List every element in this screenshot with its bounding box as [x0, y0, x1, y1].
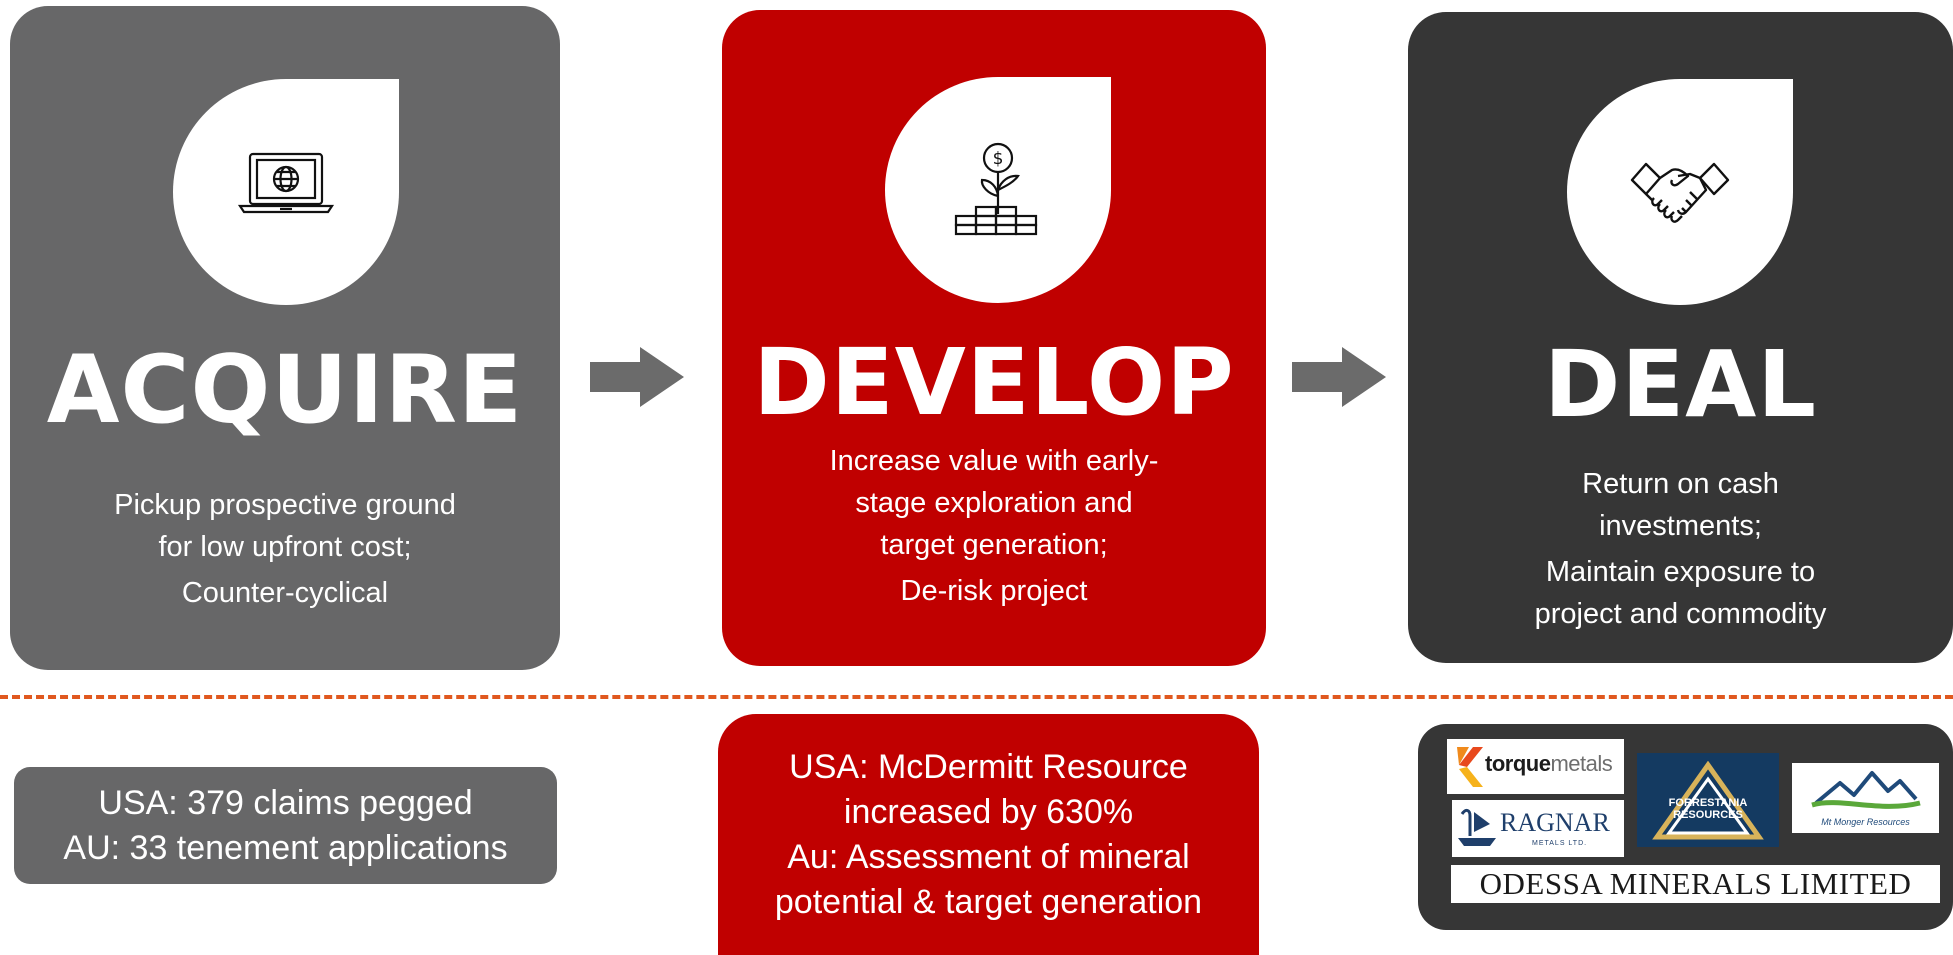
- deal-desc-line-2: investments;: [1599, 510, 1762, 542]
- mt-monger-name: Mt Monger Resources: [1821, 817, 1910, 827]
- ragnar-sub: METALS LTD.: [1532, 840, 1588, 847]
- develop-desc-line-4: De-risk project: [900, 575, 1088, 607]
- develop-desc-line-3: target generation;: [880, 529, 1108, 561]
- deal-description: Return on cash investments; Maintain exp…: [1408, 463, 1953, 635]
- acquire-results: USA: 379 claims pegged AU: 33 tenement a…: [14, 767, 557, 884]
- acquire-desc-line-1: Pickup prospective ground: [114, 489, 456, 521]
- develop-result-line-2: increased by 630%: [843, 792, 1134, 831]
- money-plant-icon: $: [954, 142, 1038, 236]
- develop-title: DEVELOP: [753, 329, 1235, 436]
- acquire-result-au: AU: 33 tenement applications: [63, 828, 508, 867]
- handshake-icon: [1630, 162, 1730, 223]
- acquire-title: ACQUIRE: [46, 336, 524, 445]
- acquire-card: ACQUIRE Pickup prospective ground for lo…: [10, 6, 560, 670]
- develop-result-line-1: USA: McDermitt Resource: [789, 747, 1188, 786]
- ragnar-name: RAGNAR: [1500, 808, 1610, 837]
- right-arrow-icon: [590, 347, 684, 407]
- triangle-mark-icon: [1652, 761, 1764, 840]
- deal-desc-line-3: Maintain exposure to: [1545, 556, 1816, 588]
- forrestania-line-2: RESOURCES: [1673, 809, 1743, 821]
- odessa-minerals-logo: ODESSA MINERALS LIMITED: [1451, 865, 1940, 903]
- deal-card: DEAL Return on cash investments; Maintai…: [1408, 12, 1953, 663]
- torque-k-icon: [1457, 747, 1483, 787]
- deal-title: DEAL: [1543, 331, 1818, 438]
- deal-desc-line-4: project and commodity: [1534, 598, 1827, 630]
- develop-desc-line-2: stage exploration and: [855, 487, 1133, 519]
- acquire-result-usa: USA: 379 claims pegged: [98, 783, 473, 822]
- ragnar-metals-logo: RAGNAR METALS LTD.: [1452, 800, 1624, 857]
- odessa-name: ODESSA MINERALS LIMITED: [1479, 866, 1912, 901]
- torque-brand-light: metals: [1550, 751, 1613, 776]
- torque-brand-bold: torque: [1485, 751, 1551, 776]
- develop-description: Increase value with early- stage explora…: [722, 440, 1266, 612]
- mountain-icon: [1811, 771, 1921, 809]
- section-divider: [0, 695, 1953, 699]
- deal-icon-badge: [1567, 79, 1793, 305]
- acquire-description: Pickup prospective ground for low upfron…: [10, 484, 560, 614]
- develop-card: $ DEVELOP Increase value with early- sta…: [722, 10, 1266, 666]
- develop-icon-badge: $: [885, 77, 1111, 303]
- develop-result-line-4: potential & target generation: [774, 882, 1203, 921]
- acquire-icon-badge: [173, 79, 399, 305]
- forrestania-line-1: FORRESTANIA: [1668, 797, 1748, 809]
- right-arrow-icon: [1292, 347, 1386, 407]
- svg-text:$: $: [993, 149, 1004, 169]
- laptop-globe-icon: [237, 152, 335, 214]
- acquire-desc-line-3: Counter-cyclical: [181, 577, 389, 609]
- forrestania-resources-logo: FORRESTANIA RESOURCES: [1637, 753, 1779, 847]
- acquire-desc-line-2: for low upfront cost;: [158, 531, 412, 563]
- torque-metals-logo: torquemetals: [1447, 739, 1624, 794]
- develop-desc-line-1: Increase value with early-: [829, 445, 1159, 477]
- viking-ship-icon: [1458, 808, 1496, 846]
- mt-monger-logo: Mt Monger Resources: [1792, 763, 1939, 833]
- develop-results: USA: McDermitt Resource increased by 630…: [718, 714, 1259, 955]
- develop-result-line-3: Au: Assessment of mineral: [787, 837, 1190, 876]
- deal-desc-line-1: Return on cash: [1582, 468, 1779, 500]
